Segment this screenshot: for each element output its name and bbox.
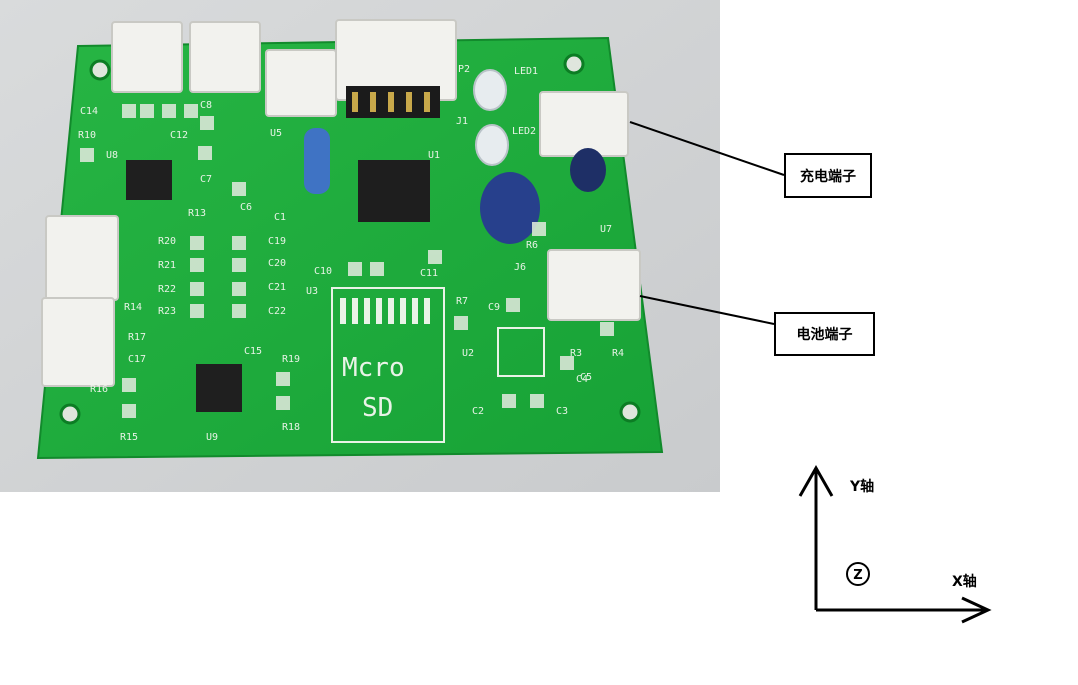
charge-terminal-callout: 充电端子 <box>784 153 872 198</box>
ic-u8 <box>126 160 172 200</box>
silkscreen-label: C22 <box>268 306 286 317</box>
silkscreen-label: U1 <box>428 150 440 161</box>
charge-leader-line <box>629 121 785 176</box>
y-axis-arrowhead <box>798 464 834 497</box>
silkscreen-label: C2 <box>472 406 484 417</box>
silkscreen-label: LED2 <box>512 126 536 137</box>
battery-terminal-callout: 电池端子 <box>774 312 875 356</box>
silkscreen-label: C5 <box>580 372 592 383</box>
silkscreen-label: P2 <box>458 64 470 75</box>
top-connectors <box>111 19 457 117</box>
silkscreen-label: U2 <box>462 348 474 359</box>
y-axis-label: Y轴 <box>850 479 875 495</box>
silkscreen-label: R19 <box>282 354 300 365</box>
ic-u9 <box>196 364 242 412</box>
silkscreen-label: U3 <box>306 286 318 297</box>
silkscreen-label: C6 <box>240 202 252 213</box>
silkscreen-label: U5 <box>270 128 282 139</box>
silkscreen-label: U7 <box>600 224 612 235</box>
battery-terminal-label: 电池端子 <box>796 327 853 343</box>
ic-u2 <box>497 327 545 377</box>
silkscreen-label: C1 <box>274 212 286 223</box>
silkscreen-label: R3 <box>570 348 582 359</box>
z-axis-label: Z <box>853 568 862 583</box>
silkscreen-label: R22 <box>158 284 176 295</box>
silkscreen-label: C15 <box>244 346 262 357</box>
blue-crystal <box>304 128 330 194</box>
silkscreen-label: R6 <box>526 240 538 251</box>
silkscreen-label: C10 <box>314 266 332 277</box>
silkscreen-label: C20 <box>268 258 286 269</box>
silkscreen-label: R7 <box>456 296 468 307</box>
mcu-chip <box>358 160 430 222</box>
leds <box>473 69 509 166</box>
silkscreen-label: R17 <box>128 332 146 343</box>
silkscreen-label: C9 <box>488 302 500 313</box>
silkscreen-label: R13 <box>188 208 206 219</box>
silkscreen-label: R21 <box>158 260 176 271</box>
sd-outline <box>331 287 445 443</box>
silkscreen-label: LED1 <box>514 66 538 77</box>
silkscreen-label: J1 <box>456 116 468 127</box>
silkscreen-label: U9 <box>206 432 218 443</box>
mounting-holes <box>59 53 641 425</box>
small-capacitor <box>570 148 606 192</box>
silkscreen-label: R14 <box>124 302 142 313</box>
big-capacitor <box>480 172 540 244</box>
silkscreen-label: C7 <box>200 174 212 185</box>
silkscreen-label: C8 <box>200 100 212 111</box>
silkscreen-label: R4 <box>612 348 624 359</box>
silkscreen-label: C21 <box>268 282 286 293</box>
silkscreen-label: C12 <box>170 130 188 141</box>
silkscreen-label: U8 <box>106 150 118 161</box>
silkscreen-label: J6 <box>514 262 526 273</box>
x-axis-arrowhead <box>961 596 992 624</box>
charge-terminal-label: 充电端子 <box>800 168 856 185</box>
x-axis-label: X轴 <box>952 574 977 590</box>
silkscreen-label: R10 <box>78 130 96 141</box>
sd-label-line1: Mcro <box>342 353 405 383</box>
silkscreen-label: R23 <box>158 306 176 317</box>
silkscreen-label: C14 <box>80 106 98 117</box>
side-connectors <box>41 91 641 387</box>
silkscreen-label: R18 <box>282 422 300 433</box>
silkscreen-label: R20 <box>158 236 176 247</box>
silkscreen-label: C3 <box>556 406 568 417</box>
silkscreen-label: R16 <box>90 384 108 395</box>
z-axis-circle <box>846 562 870 586</box>
sd-label-line2: SD <box>362 393 393 423</box>
silkscreen-label: R15 <box>120 432 138 443</box>
silkscreen-label: C4 <box>576 374 588 385</box>
silkscreen-label: C17 <box>128 354 146 365</box>
battery-leader-line <box>639 295 775 325</box>
silkscreen-label: C11 <box>420 268 438 279</box>
silkscreen-label: C19 <box>268 236 286 247</box>
